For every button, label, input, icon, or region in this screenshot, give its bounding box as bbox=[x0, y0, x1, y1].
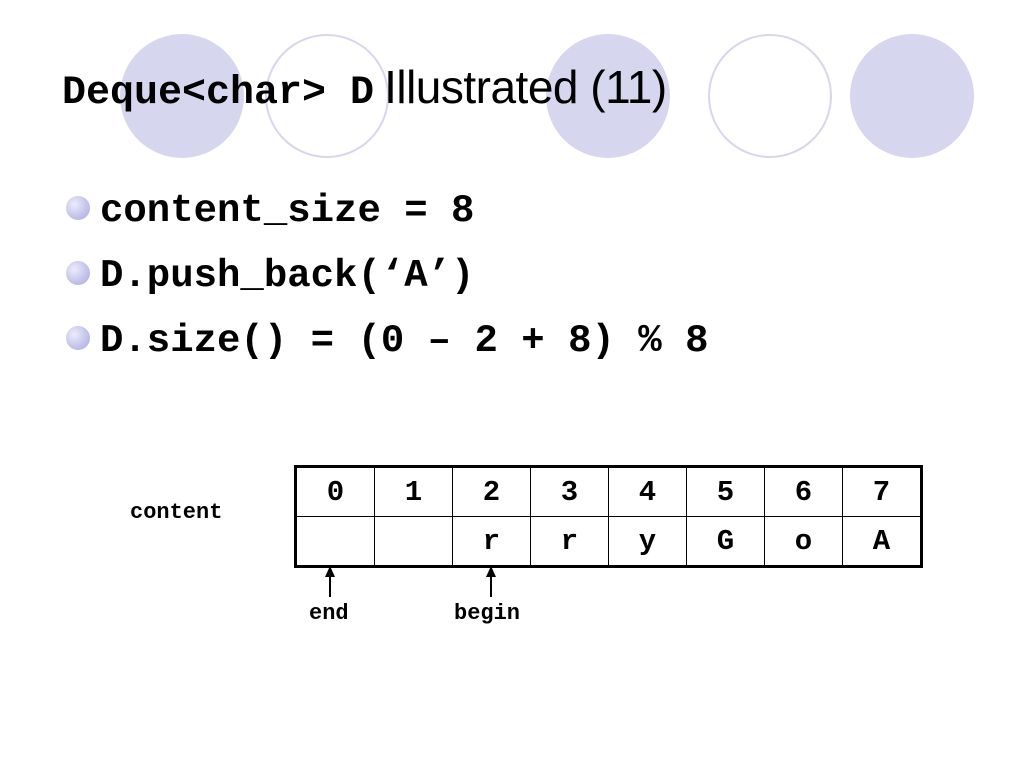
value-cell: G bbox=[686, 516, 765, 567]
bullet-text: D.push_back(‘A’) bbox=[100, 254, 475, 298]
bullet-text: content_size = 8 bbox=[100, 189, 475, 233]
bullet-text: D.size() = (0 – 2 + 8) % 8 bbox=[100, 319, 709, 363]
begin-pointer-label: begin bbox=[454, 601, 521, 626]
bullet-dot-icon bbox=[66, 261, 90, 285]
value-cell: y bbox=[608, 516, 687, 567]
slide-title-code: Deque<char> D bbox=[62, 71, 375, 116]
index-cell: 5 bbox=[686, 466, 765, 517]
value-cell bbox=[295, 516, 375, 567]
slide-title-text: Illustrated (11) bbox=[384, 61, 667, 113]
end-pointer-label: end bbox=[309, 601, 349, 626]
value-row: r r y G o A bbox=[295, 516, 922, 567]
index-cell: 3 bbox=[530, 466, 609, 517]
array-label: content bbox=[130, 500, 223, 525]
bullet-dot-icon bbox=[66, 196, 90, 220]
value-cell bbox=[374, 516, 453, 567]
index-row: 0 1 2 3 4 5 6 7 bbox=[295, 466, 922, 517]
array-table: 0 1 2 3 4 5 6 7 r r y G o A bbox=[294, 465, 923, 568]
decorative-circle bbox=[850, 34, 974, 158]
value-cell: A bbox=[842, 516, 922, 567]
value-cell: o bbox=[764, 516, 843, 567]
index-cell: 6 bbox=[764, 466, 843, 517]
decorative-ring bbox=[265, 34, 389, 158]
index-cell: 2 bbox=[452, 466, 531, 517]
index-cell: 7 bbox=[842, 466, 922, 517]
index-cell: 4 bbox=[608, 466, 687, 517]
decorative-ring bbox=[708, 34, 832, 158]
bullet-dot-icon bbox=[66, 326, 90, 350]
value-cell: r bbox=[530, 516, 609, 567]
end-arrow-icon bbox=[325, 566, 335, 597]
begin-arrow-icon bbox=[486, 566, 496, 597]
index-cell: 0 bbox=[295, 466, 375, 517]
decorative-circle bbox=[546, 34, 670, 158]
decorative-circle bbox=[120, 34, 244, 158]
value-cell: r bbox=[452, 516, 531, 567]
index-cell: 1 bbox=[374, 466, 453, 517]
